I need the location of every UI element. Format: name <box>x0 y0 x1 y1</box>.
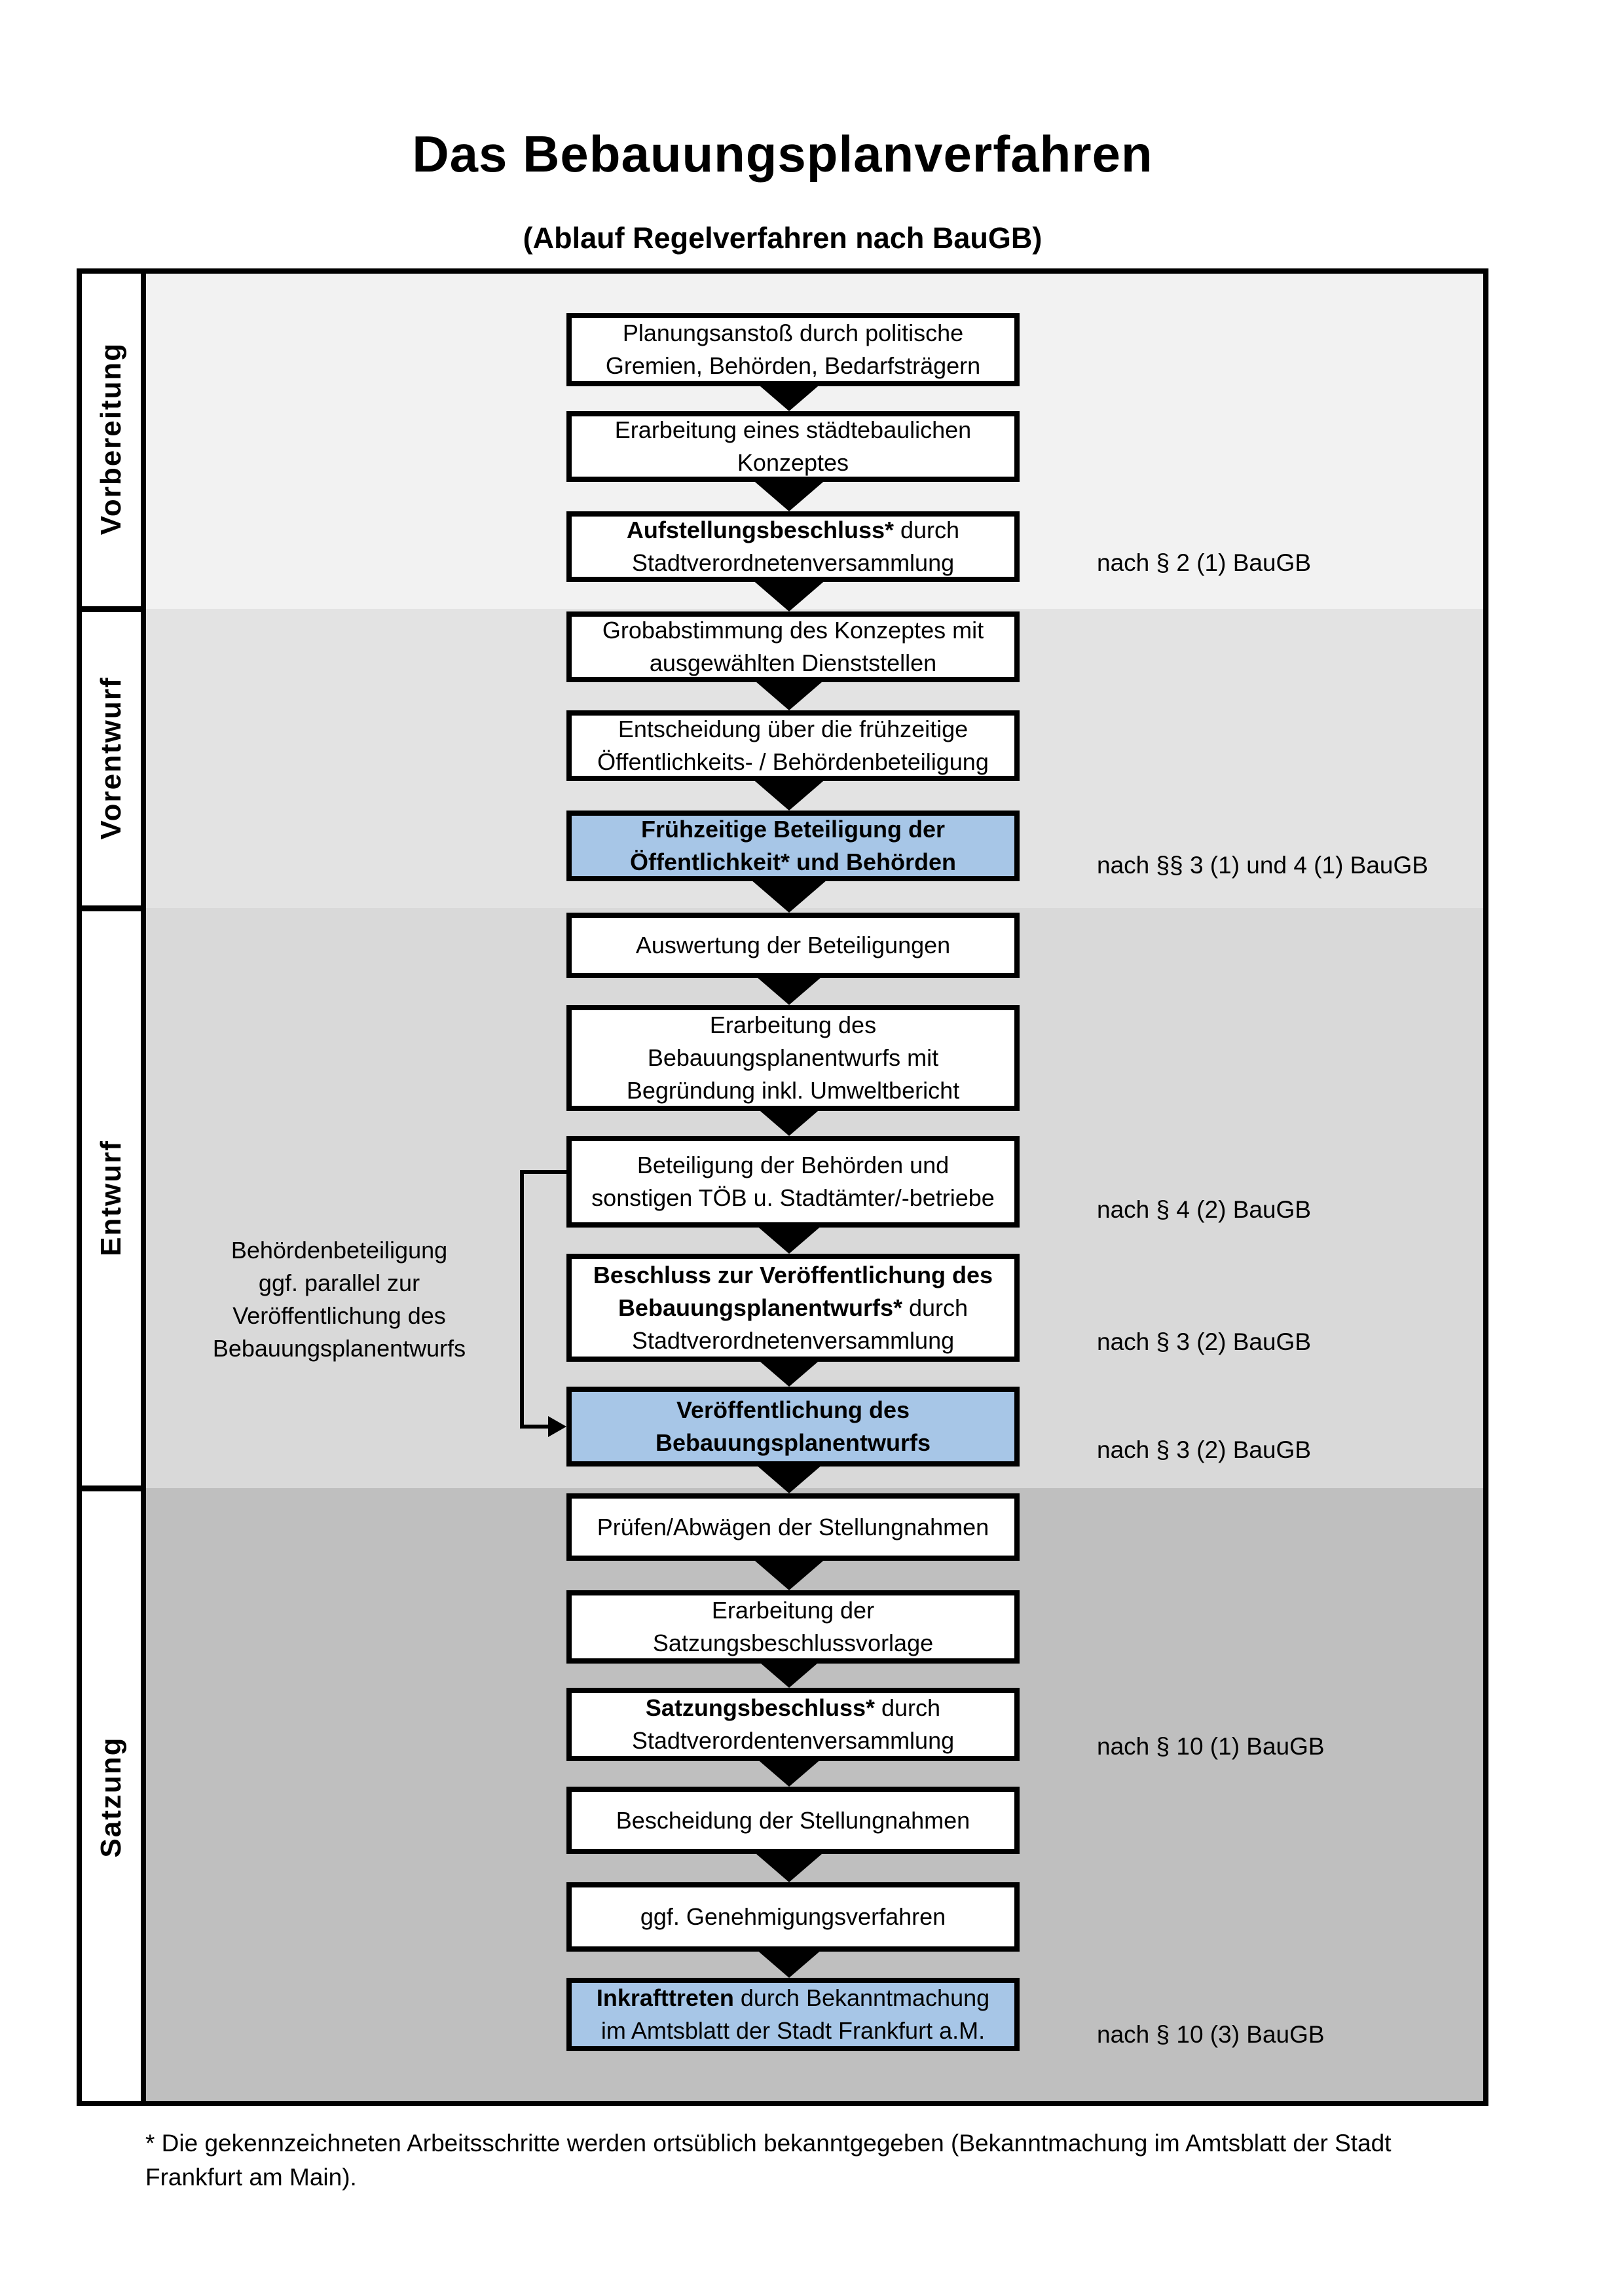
law-annotation: nach § 4 (2) BauGB <box>1097 1196 1312 1223</box>
flow-box-veroeffentlichung: Veröffentlichung des Bebauungsplanentwur… <box>566 1387 1020 1467</box>
flow-box-beteiligung-behoerden: Beteiligung der Behörden und sonstigen T… <box>566 1136 1020 1228</box>
flow-box-planungsanstoss: Planungsanstoß durch politische Gremien,… <box>566 313 1020 386</box>
side-note-behoerdenbeteiligung: Behördenbeteiligung ggf. parallel zur Ve… <box>212 1237 466 1362</box>
flow-box-grobabstimmung: Grobabstimmung des Konzeptes mit ausgewä… <box>566 611 1020 682</box>
phase-label-vorentwurf: Vorentwurf <box>95 676 127 840</box>
law-annotation: nach §§ 3 (1) und 4 (1) BauGB <box>1097 852 1428 879</box>
connector-line <box>520 1170 566 1174</box>
flow-box-bescheidung: Bescheidung der Stellungnahmen <box>566 1787 1020 1854</box>
flow-box-beschluss-veroeffentlichung: Beschluss zur Veröffentlichung des Bebau… <box>566 1254 1020 1362</box>
down-arrow <box>751 1558 827 1590</box>
sidebar-divider <box>77 606 146 612</box>
down-arrow <box>751 479 827 511</box>
law-annotation: nach § 10 (3) BauGB <box>1097 2021 1325 2048</box>
flow-box-fruehzeitige-beteiligung: Frühzeitige Beteiligung der Öffentlichke… <box>566 811 1020 881</box>
down-arrow <box>751 1850 827 1882</box>
page-subtitle: (Ablauf Regelverfahren nach BauGB) <box>523 221 1043 255</box>
law-annotation: nach § 2 (1) BauGB <box>1097 549 1312 576</box>
flow-box-auswertung: Auswertung der Beteiligungen <box>566 913 1020 978</box>
down-arrow <box>751 579 827 611</box>
phase-label-satzung: Satzung <box>95 1736 127 1858</box>
flow-box-pruefen-abwaegen: Prüfen/Abwägen der Stellungnahmen <box>566 1493 1020 1561</box>
flow-box-erarbeitung-entwurf: Erarbeitung des Bebauungsplanentwurfs mi… <box>566 1005 1020 1111</box>
page-title: Das Bebauungsplanverfahren <box>412 125 1153 183</box>
flow-box-genehmigungsverfahren: ggf. Genehmigungsverfahren <box>566 1882 1020 1952</box>
down-arrow <box>751 678 827 710</box>
sidebar-divider <box>77 1485 146 1491</box>
law-annotation: nach § 10 (1) BauGB <box>1097 1733 1325 1760</box>
flow-box-inkrafttreten: Inkrafttreten durch Bekanntmachung im Am… <box>566 1978 1020 2051</box>
footnote: * Die gekennzeichneten Arbeitsschritte w… <box>145 2130 1392 2191</box>
phase-label-vorbereitung: Vorbereitung <box>95 342 127 536</box>
connector-arrowhead-icon <box>548 1416 566 1437</box>
flow-box-entscheidung-beteiligung: Entscheidung über die frühzeitige Öffent… <box>566 710 1020 781</box>
sidebar-divider <box>77 905 146 911</box>
flow-box-satzungsbeschlussvorlage: Erarbeitung der Satzungsbeschlussvorlage <box>566 1590 1020 1664</box>
connector-line <box>520 1170 524 1429</box>
down-arrow <box>751 778 827 811</box>
connector-line <box>520 1425 549 1429</box>
phase-label-entwurf: Entwurf <box>95 1140 127 1256</box>
flow-box-aufstellungsbeschluss: Aufstellungsbeschluss* durch Stadtverord… <box>566 511 1020 582</box>
law-annotation: nach § 3 (2) BauGB <box>1097 1328 1312 1355</box>
flow-box-satzungsbeschluss: Satzungsbeschluss* durch Stadtverordente… <box>566 1688 1020 1761</box>
law-annotation: nach § 3 (2) BauGB <box>1097 1436 1312 1463</box>
flow-box-staedtebauliches-konzept: Erarbeitung eines städtebaulichen Konzep… <box>566 411 1020 482</box>
down-arrow <box>751 880 827 913</box>
